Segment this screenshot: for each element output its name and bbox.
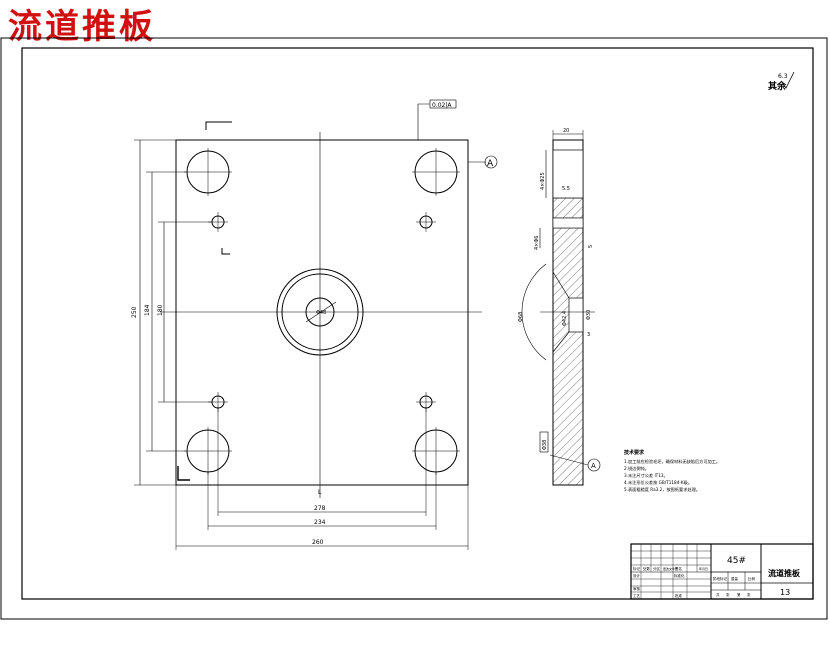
side-thickness-text: 20 [563, 128, 569, 134]
side-view [521, 130, 601, 486]
center-hole-leader [305, 301, 337, 323]
section-mark-bottom [177, 466, 190, 481]
main-view [134, 99, 498, 550]
dim-v-inner-text: 180 [157, 304, 164, 316]
tolerance-frame-text: 0.02|A [432, 102, 452, 109]
tech-note-4: 4.未注形位公差按 GB/T1184-K级。 [624, 479, 692, 486]
side-angle-text: 5 [588, 245, 594, 248]
title-block-frame [630, 543, 814, 600]
tb-mid-label-7: 批准 [675, 593, 683, 598]
side-hole-lower-text: 4×Φ6 [534, 236, 540, 251]
tb-sheet-label-3: 第 [737, 592, 741, 597]
side-lower-text: Φ38 [542, 440, 548, 450]
tolerance-leader [417, 103, 430, 140]
section-mark-top [205, 121, 232, 130]
tech-note-5: 5.表面粗糙度 Ra3.2，按图纸要求处理。 [624, 486, 700, 493]
side-hole-depth-text: 5.5 [562, 186, 570, 192]
side-datum-text: A [591, 462, 596, 470]
tolerance-frame-box [429, 99, 457, 109]
side-lower-box [539, 431, 549, 453]
tech-note-2: 2.锐边倒钝。 [624, 465, 649, 472]
tb-mid-label-6: 年月日 [699, 566, 708, 571]
center-boss-outer [276, 268, 364, 356]
center-boss-ring [281, 273, 359, 351]
title-block-part-name: 流道推板 [768, 568, 801, 578]
tb-mid-label-5: 签名 [675, 566, 682, 571]
dim-h-inner-text: 278 [314, 505, 326, 512]
plate-outline [175, 139, 469, 486]
section-mark-mid [221, 248, 230, 255]
datum-label: A [487, 159, 494, 169]
side-arc-dim [521, 263, 547, 361]
side-center-depth-text: 3 [587, 332, 590, 338]
roughness-check-mark [781, 71, 795, 89]
title-block-material: 45# [727, 556, 746, 566]
side-center-cut [568, 297, 584, 333]
tech-note-1: 1.加工前应检验毛坯，确保材料无缺陷后方可加工。 [624, 458, 720, 465]
side-hatch-main [552, 227, 584, 486]
inner-frame [21, 47, 814, 600]
side-center-inner-text: Φ42.4 [562, 311, 568, 326]
side-hole-cut [552, 149, 584, 199]
tb-left-label-4: 工艺 [633, 593, 641, 598]
tb-left-label-3: 审核 [633, 586, 641, 591]
tb-mid-label-4: 更改文件号 [663, 566, 678, 571]
tech-notes-heading: 技术要求 [624, 449, 645, 456]
side-datum-circle [587, 458, 601, 472]
section-mark-text: L [318, 489, 322, 496]
title-block [630, 543, 814, 600]
side-hole-upper-text: 4×Φ25 [540, 172, 546, 190]
tech-note-3: 3.未注尺寸公差 IT13。 [624, 472, 668, 479]
side-center-outer-text: Φ68 [518, 312, 524, 322]
tb-right-label-3: 比例 [748, 576, 756, 581]
tb-mid-label-3: 标准化 [674, 573, 685, 578]
tb-left-label-1: 标记 [633, 566, 641, 571]
dim-v-outer-text: 250 [131, 306, 138, 318]
tb-right-label-2: 重量 [731, 576, 739, 581]
tb-left-label-2: 设计 [633, 573, 641, 578]
datum-circle [484, 155, 498, 169]
roughness-group: 其余 6.3 [768, 71, 795, 92]
dim-h-mid-text: 234 [314, 519, 326, 526]
tb-sheet-label-1: 共 [716, 592, 720, 597]
side-hatch-upper [552, 197, 584, 219]
tb-mid-label-1: 处数 [643, 566, 651, 571]
side-center-small-text: Φ30 [586, 310, 592, 320]
center-hole-text: Φ48 [316, 310, 326, 316]
center-hole [305, 297, 335, 327]
outer-frame [0, 37, 828, 620]
dim-v-mid-text: 184 [144, 304, 151, 316]
tb-right-label-1: 阶段标记 [713, 576, 727, 581]
roughness-symbol: 其余 [768, 80, 787, 92]
tech-notes: 技术要求 1.加工前应检验毛坯，确保材料无缺陷后方可加工。 2.锐边倒钝。 3.… [624, 449, 720, 493]
side-taper [552, 271, 570, 353]
roughness-value: 6.3 [778, 73, 788, 80]
dim-h-outer-text: 260 [312, 539, 324, 546]
tb-mid-label-2: 分区 [653, 566, 661, 571]
tb-sheet-label-2: 张 [726, 592, 730, 597]
title-block-sheet-number: 13 [780, 588, 790, 597]
tb-sheet-label-4: 张 [747, 592, 751, 597]
side-bottom-leader [549, 454, 589, 466]
side-pin-cut [552, 217, 584, 229]
